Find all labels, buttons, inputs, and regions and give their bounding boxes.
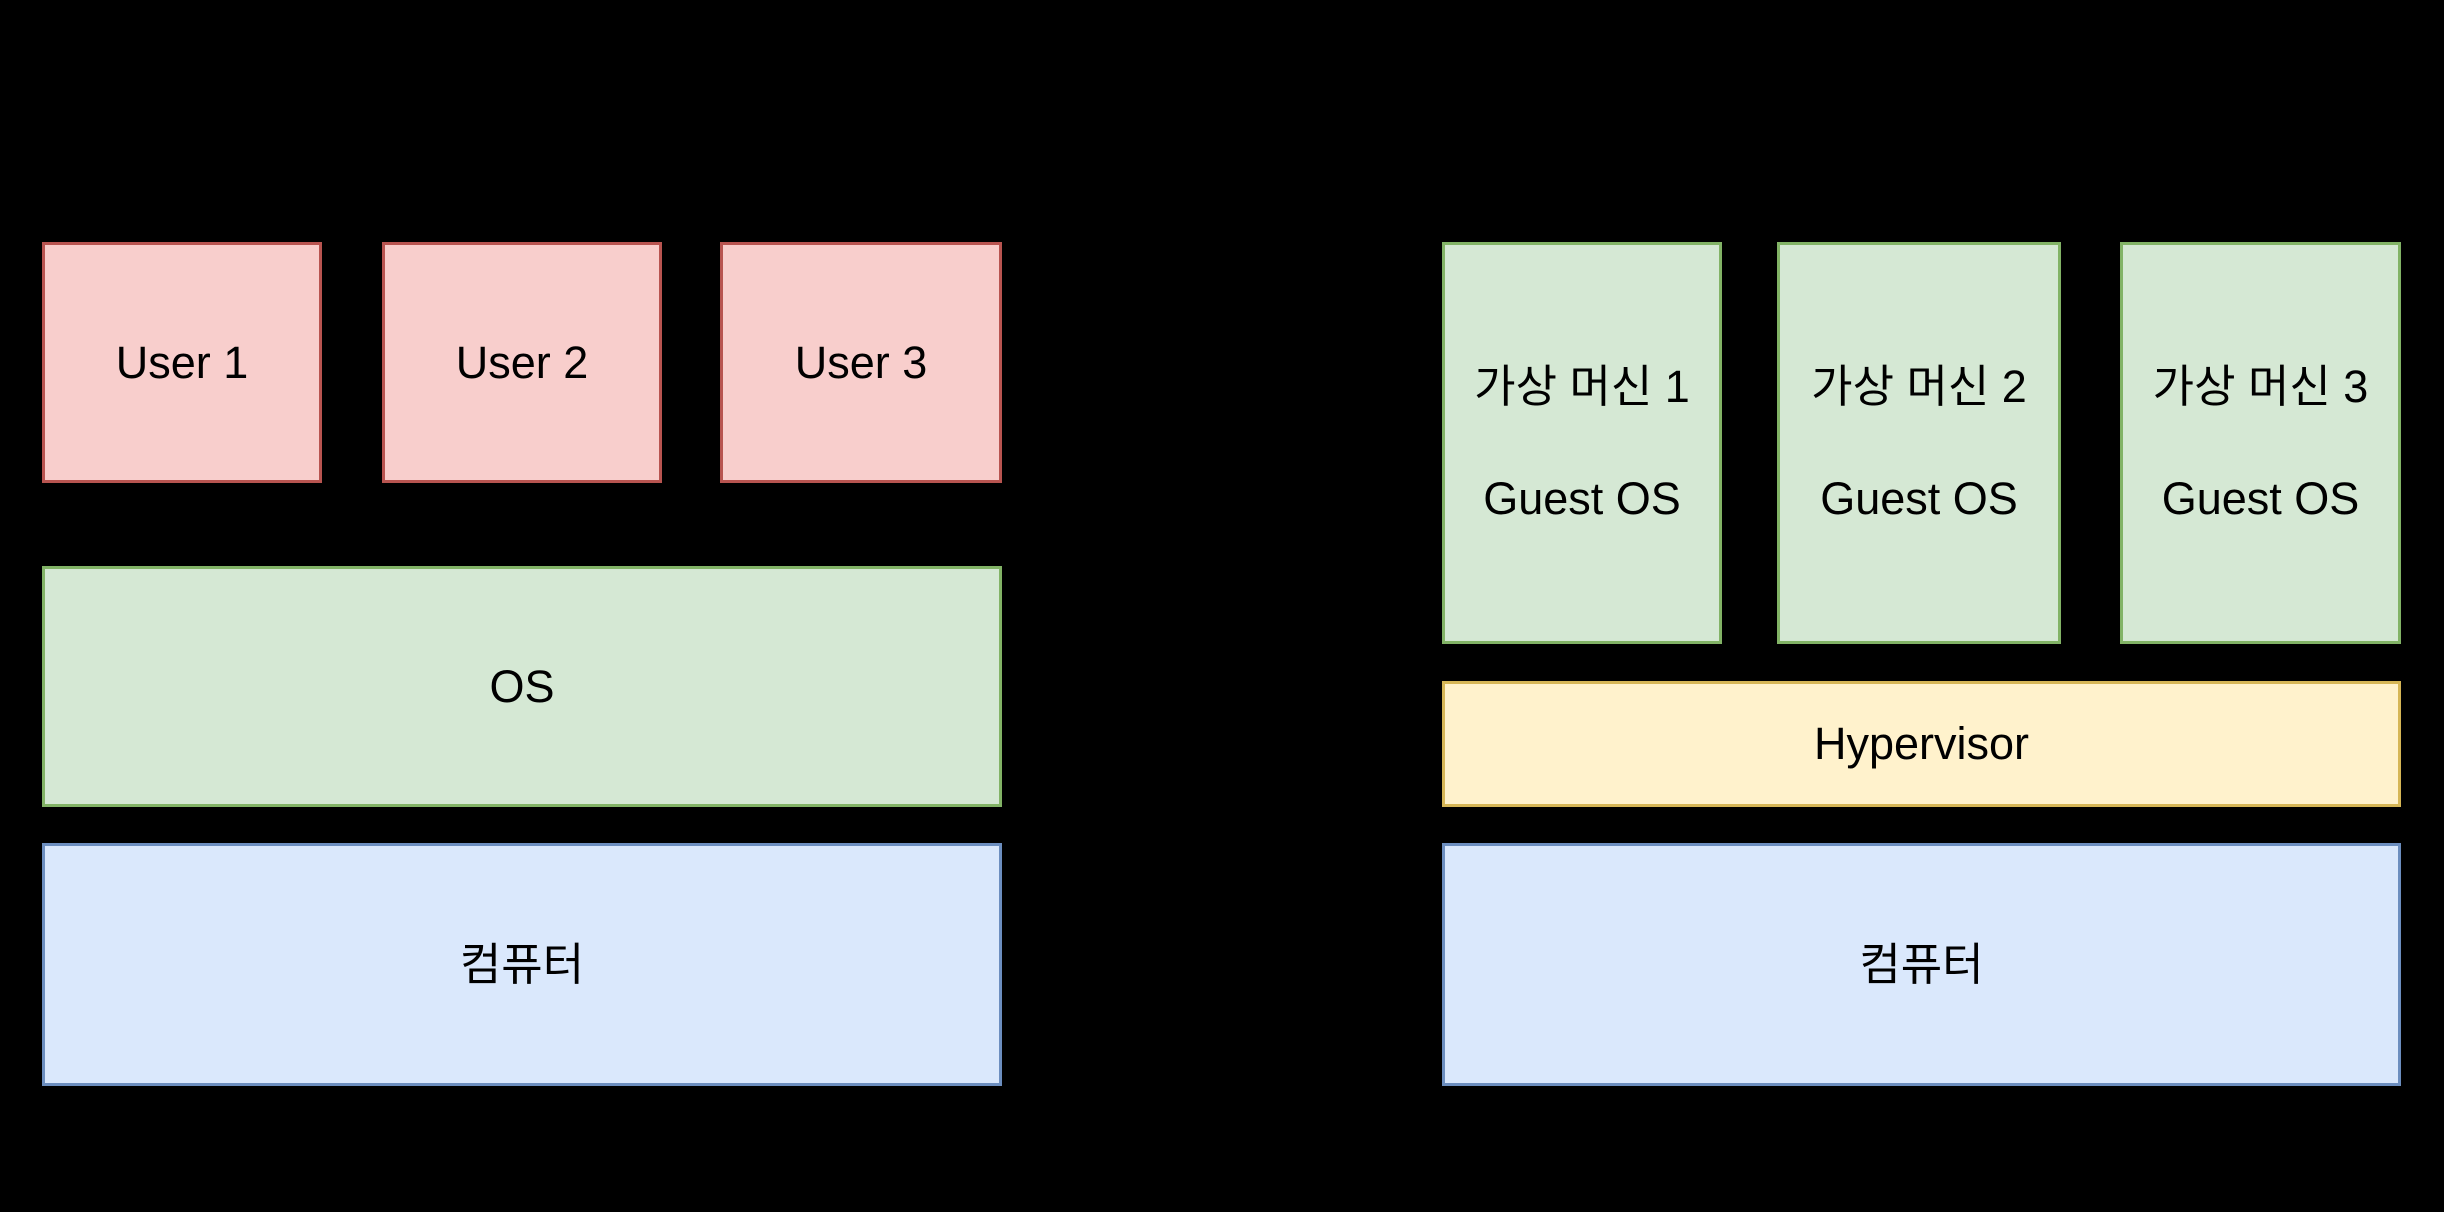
user-1-box: User 1: [42, 242, 322, 483]
computer-right-box: 컴퓨터: [1442, 843, 2401, 1086]
vm-1-guest-os-label: Guest OS: [1483, 473, 1681, 524]
computer-right-label: 컴퓨터: [1859, 938, 1984, 990]
os-box: OS: [42, 566, 1002, 807]
vm-2-guest-os-label: Guest OS: [1820, 473, 2018, 524]
vm-1-title: 가상 머신 1: [1474, 361, 1690, 413]
vm-3-box: 가상 머신 3 Guest OS: [2120, 242, 2401, 644]
vm-2-title: 가상 머신 2: [1811, 361, 2027, 413]
vm-2-box: 가상 머신 2 Guest OS: [1777, 242, 2061, 644]
os-label: OS: [489, 660, 555, 712]
computer-left-box: 컴퓨터: [42, 843, 1002, 1086]
vm-3-title: 가상 머신 3: [2152, 361, 2369, 413]
computer-left-label: 컴퓨터: [459, 938, 585, 990]
vm-1-box: 가상 머신 1 Guest OS: [1442, 242, 1722, 644]
hypervisor-box: Hypervisor: [1442, 681, 2401, 807]
user-2-box: User 2: [382, 242, 662, 483]
user-2-label: User 2: [455, 336, 589, 388]
vm-3-guest-os-label: Guest OS: [2161, 473, 2360, 524]
hypervisor-label: Hypervisor: [1813, 718, 2030, 770]
user-3-label: User 3: [794, 336, 928, 388]
user-1-label: User 1: [115, 336, 249, 388]
user-3-box: User 3: [720, 242, 1002, 483]
